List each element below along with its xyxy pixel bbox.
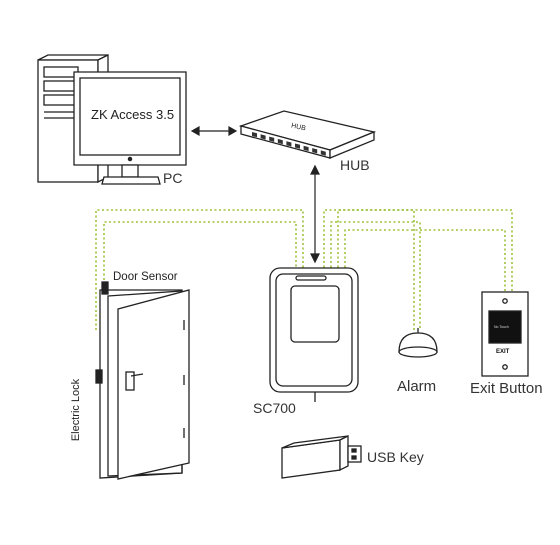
- hub-port: [286, 141, 292, 147]
- pc-label: PC: [163, 170, 183, 186]
- alarm-label: Alarm: [397, 378, 437, 395]
- hub-port: [260, 134, 266, 140]
- usb-key-device: [281, 434, 362, 479]
- sc700-device: [269, 267, 359, 402]
- wire-alarm-1: [323, 209, 415, 330]
- door: [95, 281, 190, 480]
- alarm-device: [398, 328, 438, 358]
- hub-port: [277, 138, 283, 145]
- wiring: [95, 209, 513, 330]
- hub-port: [312, 148, 318, 154]
- hub-port: [269, 136, 275, 142]
- hub-port: [320, 150, 326, 156]
- sc700-label: SC700: [253, 400, 296, 416]
- door-sensor-label: Door Sensor: [113, 271, 178, 283]
- exit-plate-text: EXIT: [496, 349, 510, 355]
- electric-lock-label: Electric Lock: [70, 378, 83, 442]
- wire-door-sensor: [103, 221, 297, 280]
- hub-label: HUB: [340, 157, 370, 173]
- wire-alarm-2: [330, 221, 421, 330]
- hub-sc700-link: [310, 164, 320, 264]
- pc-hub-link: [190, 125, 238, 137]
- hub-port: [252, 132, 257, 138]
- hub-ports: [252, 132, 326, 156]
- pc-monitor: [73, 71, 187, 185]
- usb-key-label: USB Key: [367, 449, 424, 465]
- pc-screen-text: ZK Access 3.5: [91, 107, 175, 122]
- hub-device: [238, 110, 377, 159]
- wire-lock: [95, 209, 304, 330]
- hub-port: [295, 143, 300, 149]
- exit-button-label: Exit Button: [470, 380, 543, 397]
- hub-port: [303, 145, 309, 152]
- exit-button-device: [481, 291, 529, 377]
- wire-exit-2: [344, 229, 506, 292]
- wire-exit-1: [337, 209, 513, 292]
- exit-button-text: No Touch: [494, 325, 509, 329]
